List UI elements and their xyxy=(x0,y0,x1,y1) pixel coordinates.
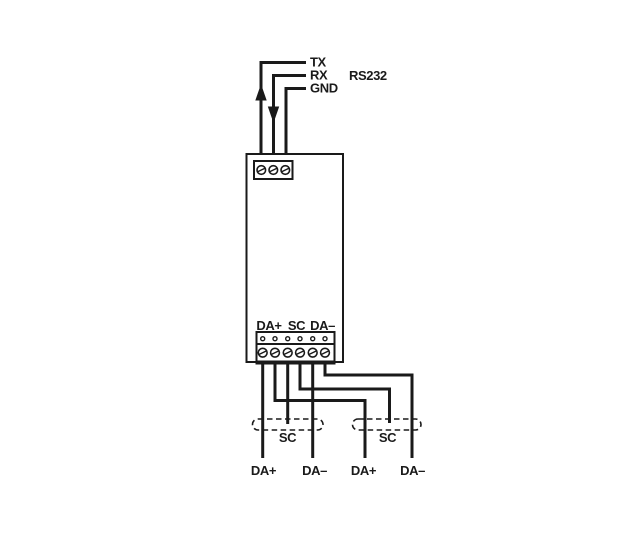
terminal-hole-icon xyxy=(285,336,291,342)
shield-label: SC xyxy=(279,430,297,445)
bottom-terminal-block: DA+ SC DA– xyxy=(255,318,336,365)
module-outline xyxy=(245,153,344,363)
tx-wire xyxy=(259,61,306,154)
screw-slot-icon xyxy=(257,167,265,173)
wire-da-plus-cable2 xyxy=(273,363,367,458)
wire-label-da-plus: DA+ xyxy=(351,463,377,478)
tx-label: TX xyxy=(310,55,327,70)
screw-slot-icon xyxy=(296,350,304,356)
terminal-label-da-minus: DA– xyxy=(310,318,335,333)
wire-label-da-plus: DA+ xyxy=(251,463,277,478)
screw-slot-icon xyxy=(258,350,267,356)
gnd-label: GND xyxy=(310,81,338,96)
rs232-bus-label: RS232 xyxy=(349,68,387,83)
terminal-label-da-plus: DA+ xyxy=(256,318,282,333)
cable-shield-icon xyxy=(351,418,422,431)
terminal-hole-icon xyxy=(310,336,316,342)
gnd-wire xyxy=(284,87,306,154)
top-terminal-block xyxy=(253,160,294,180)
wire-label-da-minus: DA– xyxy=(400,463,425,478)
rs485-wiring xyxy=(261,363,414,458)
cable-right: SC DA+ DA– xyxy=(351,418,425,478)
screw-slot-icon xyxy=(283,350,292,356)
converter-module: DA+ SC DA– xyxy=(245,153,344,365)
cable-left: SC DA+ DA– xyxy=(251,418,327,478)
terminal-hole-icon xyxy=(260,336,266,342)
rx-wire xyxy=(272,74,306,154)
rx-label: RX xyxy=(310,68,328,83)
screw-slot-icon xyxy=(269,167,277,173)
wire-sc-cable2 xyxy=(298,363,391,423)
wire-da-minus-cable2 xyxy=(323,363,414,458)
terminal-hole-icon xyxy=(322,336,328,342)
rx-arrow-down-icon xyxy=(267,106,280,123)
shield-label: SC xyxy=(379,430,397,445)
screw-slot-icon xyxy=(281,167,289,173)
tx-arrow-up-icon xyxy=(255,84,267,101)
terminal-hole-icon xyxy=(297,336,303,342)
cable-shield-icon xyxy=(251,418,324,431)
wire-label-da-minus: DA– xyxy=(302,463,327,478)
terminal-hole-icon xyxy=(272,336,278,342)
screw-slot-icon xyxy=(308,350,317,356)
terminal-label-sc: SC xyxy=(288,318,306,333)
rs232-wiring: TX RX GND RS232 xyxy=(255,55,387,154)
screw-slot-icon xyxy=(271,350,279,356)
screw-slot-icon xyxy=(321,350,329,356)
